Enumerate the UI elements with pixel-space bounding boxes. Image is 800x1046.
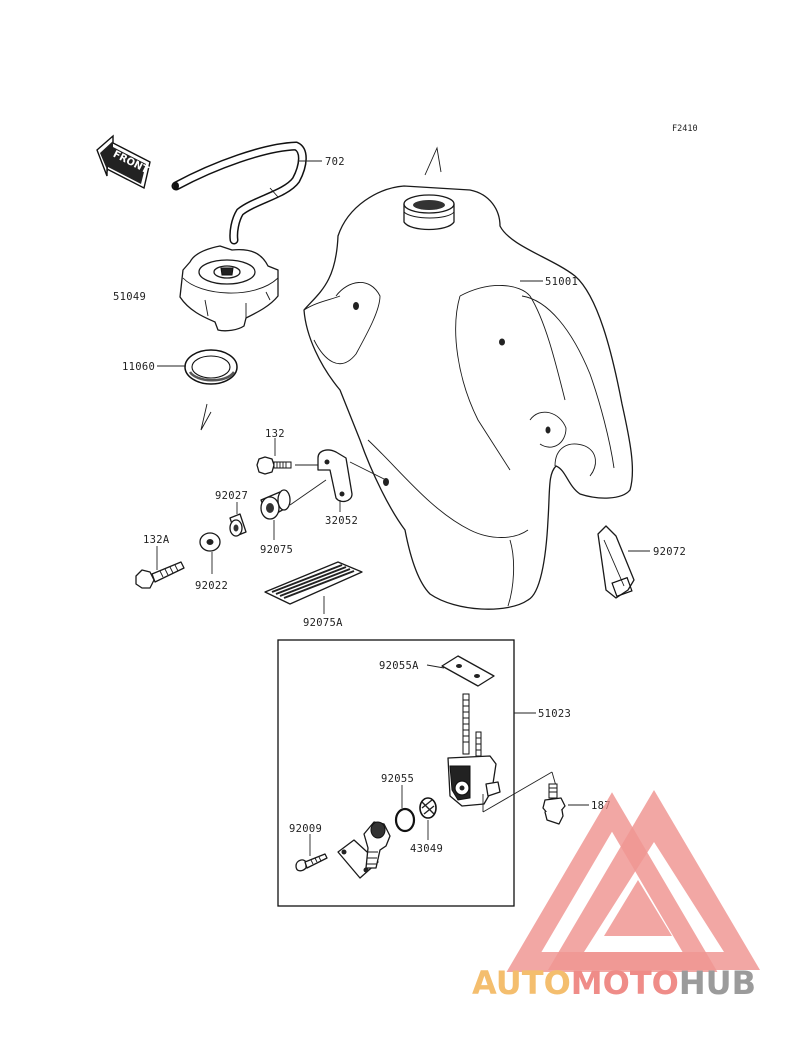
part-number-132A: 132A (143, 534, 170, 546)
part-number-43049: 43049 (410, 843, 443, 855)
pad-92075A (264, 561, 363, 605)
part-number-92055: 92055 (381, 773, 414, 785)
part-number-32052: 32052 (325, 515, 358, 527)
breather-hose-702 (171, 141, 307, 245)
bolt-132A (135, 561, 185, 589)
watermark-moto: MOTO (571, 964, 679, 1002)
part-number-92022: 92022 (195, 580, 228, 592)
bracket-32052 (317, 449, 353, 503)
filter-43049 (419, 797, 437, 819)
screw-92009 (295, 853, 328, 872)
front-arrow-icon: FRONT (96, 134, 151, 190)
automotohub-logo-icon (506, 790, 760, 972)
bolt-187 (542, 783, 566, 825)
part-number-92072: 92072 (653, 546, 686, 558)
part-number-92027: 92027 (215, 490, 248, 502)
washer-92022 (199, 532, 221, 552)
part-number-92055A: 92055A (379, 660, 419, 672)
watermark-auto: AUTO (472, 964, 571, 1002)
fuel-cap-51049 (179, 245, 279, 332)
gasket-92055A (441, 655, 495, 687)
part-number-92075: 92075 (260, 544, 293, 556)
watermark-hub: HUB (679, 964, 756, 1002)
fuel-tap-lever (337, 821, 391, 879)
part-number-11060: 11060 (122, 361, 155, 373)
part-number-51023: 51023 (538, 708, 571, 720)
fuel-tap (447, 693, 501, 807)
diagram-code: F2410 (672, 124, 698, 134)
watermark-text: AUTOMOTOHUB (472, 964, 756, 1002)
bolt-132 (256, 456, 292, 475)
fuel-tap-assembly-box (277, 639, 515, 907)
gasket-11060 (184, 349, 238, 385)
part-number-132: 132 (265, 428, 285, 440)
grommet-92075 (260, 489, 291, 520)
fuel-tank-51001 (303, 185, 634, 610)
part-number-51049: 51049 (113, 291, 146, 303)
o-ring-92055 (394, 807, 416, 833)
part-number-702: 702 (325, 156, 345, 168)
part-number-51001: 51001 (545, 276, 578, 288)
part-number-92075A: 92075A (303, 617, 343, 629)
part-number-92009: 92009 (289, 823, 322, 835)
collar-92027 (229, 513, 247, 537)
strap-92072 (597, 525, 635, 599)
